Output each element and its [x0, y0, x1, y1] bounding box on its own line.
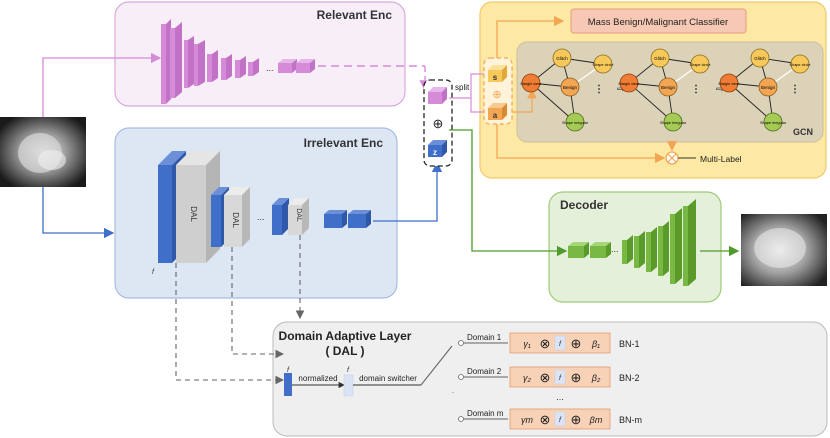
svg-text:⋮: ⋮	[790, 84, 800, 95]
svg-text:⋮: ⋮	[691, 84, 701, 95]
dal-block-label-1: DAL	[189, 206, 198, 222]
latent-to-decoder-arrow	[449, 129, 568, 257]
input-to-relevant-arrow	[42, 52, 162, 117]
z-label: z	[433, 148, 437, 157]
gcn-graph-2: Glitch Shape circle Margin clear Benign …	[619, 48, 711, 132]
svg-text:Benign: Benign	[761, 85, 776, 90]
input-to-irrelevant-arrow	[42, 187, 115, 239]
domain-m-label: Domain m	[467, 409, 504, 418]
domain-1-label: Domain 1	[467, 333, 502, 342]
classifier-label: Mass Benign/Malignant Classifier	[588, 17, 728, 28]
svg-text:Benign: Benign	[661, 85, 676, 90]
svg-text:⊗: ⊗	[540, 370, 551, 385]
svg-text:γ₁: γ₁	[523, 339, 531, 349]
to-classifier-arrow	[496, 15, 565, 58]
svg-text:Margin clear: Margin clear	[619, 82, 641, 86]
svg-text:⊕: ⊕	[571, 336, 582, 351]
svg-text:Benign: Benign	[563, 85, 578, 90]
svg-text:Margin clear: Margin clear	[719, 82, 741, 86]
svg-text:γm: γm	[521, 415, 534, 425]
s-label: s	[493, 73, 498, 82]
domain-ellipsis: ...	[556, 392, 564, 402]
svg-text:Shape irregular: Shape irregular	[660, 121, 687, 125]
normalized-label: normalized	[298, 374, 337, 383]
dal-title: Domain Adaptive Layer	[279, 329, 412, 343]
svg-text:⊕: ⊕	[571, 370, 582, 385]
svg-text:f: f	[559, 375, 562, 382]
irrelevant-encoder-layers: DAL f DAL ... DAL	[152, 151, 371, 276]
input-mammogram-image	[0, 117, 86, 187]
dal-subtitle: ( DAL )	[325, 344, 364, 358]
split-oplus-symbol: ⊕	[492, 89, 501, 101]
svg-text:Shape circle: Shape circle	[593, 63, 614, 67]
s-latent-cube	[488, 65, 507, 82]
dal-block-label-2: DAL	[231, 212, 240, 228]
svg-text:f: f	[559, 417, 562, 424]
svg-text:...: ...	[611, 244, 619, 254]
multi-label-text: Multi-Label	[700, 154, 742, 164]
decoder-layers: ...	[568, 199, 696, 286]
relevant-latent-cube	[428, 87, 447, 104]
normalized-feature-block	[343, 374, 354, 397]
svg-text:Shape irregular: Shape irregular	[760, 121, 787, 125]
svg-text:Shape circle: Shape circle	[690, 63, 711, 67]
domain-switcher-label: domain switcher	[359, 374, 417, 383]
bn-m-label: BN-m	[619, 415, 642, 425]
a-latent-cube	[488, 103, 507, 120]
svg-text:Margin clear: Margin clear	[521, 82, 543, 86]
irrelevant-latent-cube	[428, 140, 447, 157]
gcn-label: GCN	[793, 127, 813, 137]
concat-oplus-symbol: ⊕	[433, 116, 444, 131]
svg-text:⋮: ⋮	[594, 84, 604, 95]
svg-text:Shape irregular: Shape irregular	[562, 121, 589, 125]
bn-2-label: BN-2	[619, 373, 640, 383]
gcn-graph-3: Glitch Shape circle Margin clear Benign …	[719, 48, 811, 132]
to-multilabel-arrow	[496, 124, 666, 164]
svg-text:Glitch: Glitch	[754, 56, 766, 61]
irrelevant-to-latent-arrow	[373, 161, 443, 222]
svg-text:Glitch: Glitch	[556, 56, 568, 61]
domain-row-1: Domain 1 γ₁ ⊗ f ⊕ β₁ BN-1	[458, 332, 640, 354]
feature-f-label: f	[152, 269, 155, 276]
mass-classifier-box	[570, 8, 747, 34]
svg-text:⊗: ⊗	[540, 336, 551, 351]
dal-tap-line-1	[175, 263, 285, 385]
svg-text:γ₂: γ₂	[523, 373, 532, 383]
svg-text:βm: βm	[589, 415, 603, 425]
domain-2-label: Domain 2	[467, 367, 502, 376]
svg-text:β₁: β₁	[591, 339, 600, 349]
svg-text:Glitch: Glitch	[654, 56, 666, 61]
irrelevant-ellipsis: ...	[257, 212, 265, 222]
gcn-graph-1: Glitch Shape circle Margin clear Benign …	[521, 48, 614, 132]
svg-text:⊕: ⊕	[571, 412, 582, 427]
relevant-encoder-layers: ...	[161, 19, 315, 104]
domain-row-2: Domain 2 γ₂ ⊗ f ⊕ β₂ BN-2	[458, 366, 640, 388]
a-label: a	[493, 111, 498, 120]
svg-text:f: f	[287, 367, 290, 374]
decoder-title: Decoder	[560, 198, 608, 212]
domain-row-m: Domain m γm ⊗ f ⊕ βm BN-m	[458, 408, 642, 430]
svg-text:Shape circle: Shape circle	[790, 63, 811, 67]
irrelevant-enc-title: Irrelevant Enc	[304, 136, 384, 150]
svg-text:f: f	[559, 341, 562, 348]
svg-text:⇨: ⇨	[617, 84, 625, 95]
reconstructed-mammogram-image	[741, 214, 827, 286]
svg-text:.: .	[452, 388, 454, 395]
relevant-enc-title: Relevant Enc	[317, 8, 393, 22]
svg-text:β₂: β₂	[591, 373, 601, 383]
svg-text:f: f	[347, 367, 350, 374]
domain-switch-lever	[420, 345, 453, 386]
dal-input-feature-block	[284, 373, 292, 396]
dal-block-label-3: DAL	[295, 208, 302, 222]
svg-text:...: ...	[266, 63, 274, 73]
split-label: split	[455, 83, 470, 92]
svg-text:⊗: ⊗	[540, 412, 551, 427]
svg-text:⇨: ⇨	[716, 84, 724, 95]
bn-1-label: BN-1	[619, 339, 640, 349]
